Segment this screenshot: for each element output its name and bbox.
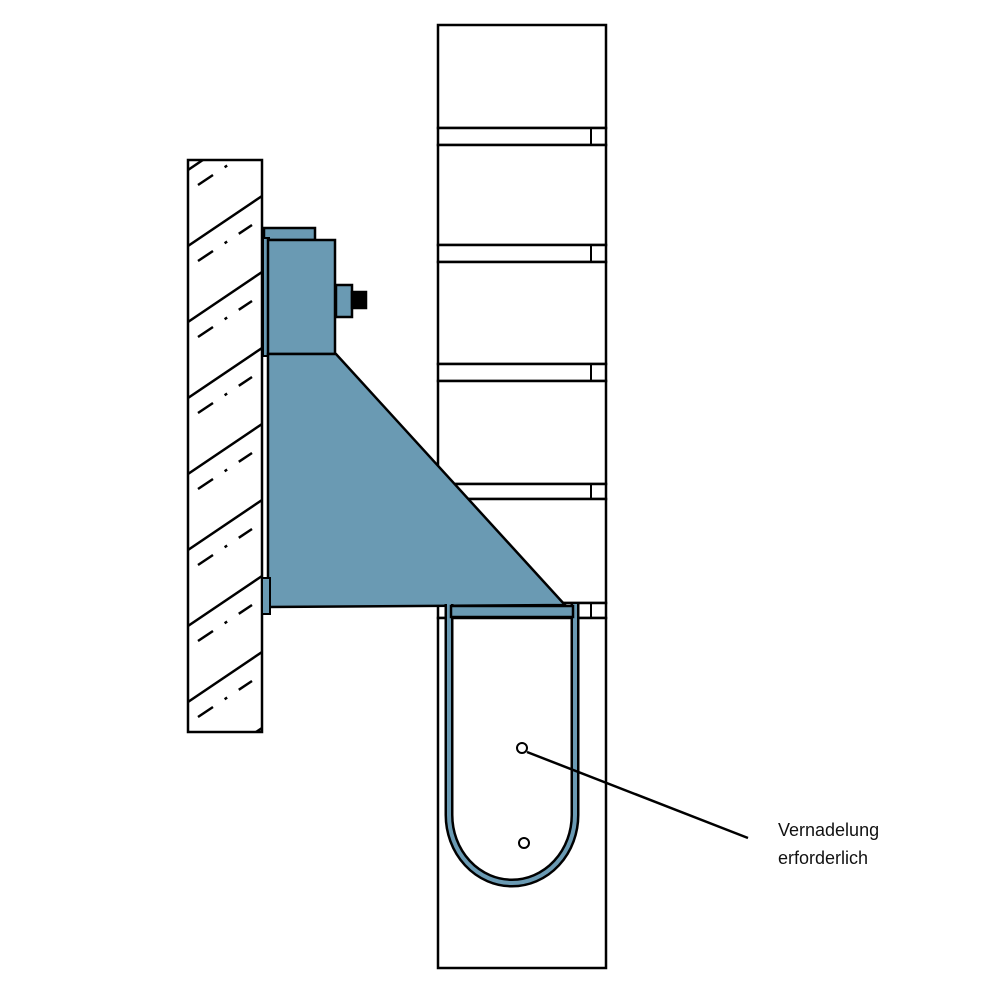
brick — [436, 260, 608, 366]
brick — [436, 143, 608, 247]
hatch-line — [188, 650, 262, 704]
hatch-line — [188, 194, 262, 248]
hatch-dash-line — [197, 160, 238, 187]
mortar-joint — [436, 126, 608, 147]
brick — [436, 379, 608, 486]
steel-bracket — [261, 226, 568, 615]
annotation-line-1: Vernadelung — [778, 820, 880, 840]
hatch-line — [253, 726, 262, 732]
top-block — [266, 238, 337, 356]
hatch-dash-line — [198, 757, 252, 793]
bolt-end — [350, 290, 368, 310]
mortar-joint — [436, 362, 608, 383]
hatch-line — [188, 160, 206, 172]
bolt-nut — [334, 283, 354, 319]
hatch-dash-line — [197, 299, 253, 339]
hatch-line — [188, 574, 262, 628]
hatch-dash-line — [197, 375, 253, 415]
hatch-line — [188, 270, 262, 324]
hatch-dash-line — [197, 223, 253, 263]
u-strap — [444, 604, 580, 888]
brick — [436, 23, 608, 130]
brick — [436, 616, 608, 970]
hatch-line — [188, 346, 262, 400]
pin-hole — [516, 742, 528, 754]
top-back-plate — [262, 226, 317, 242]
hatch-dash-line — [197, 527, 253, 567]
hatch-dash-line — [197, 603, 253, 643]
pin-hole — [518, 837, 530, 849]
hatch-line — [188, 422, 262, 476]
hatch-dash-line — [197, 679, 253, 719]
leader-line — [526, 750, 749, 840]
mortar-joint — [436, 243, 608, 264]
hatch-dash-line — [197, 451, 253, 491]
hatch-line — [188, 498, 262, 552]
annotation-line-2: erforderlich — [778, 848, 869, 868]
bottom-plate — [261, 577, 271, 615]
concrete-wall — [186, 158, 264, 793]
